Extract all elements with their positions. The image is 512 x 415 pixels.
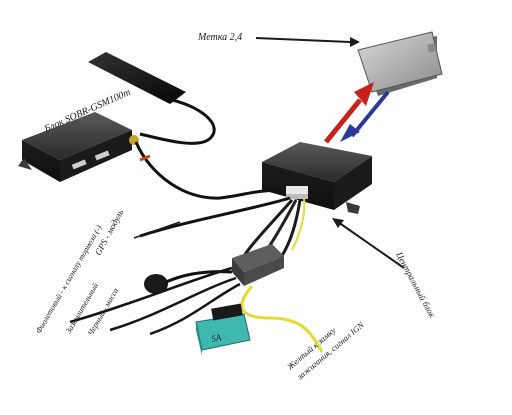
arrow-down-blue [340, 90, 390, 142]
connector [232, 244, 284, 286]
cable-gsm-central [134, 141, 283, 200]
pointer-tag [255, 37, 351, 43]
gsm-unit [18, 112, 139, 182]
cable-gps [139, 196, 291, 238]
label-fuse: 5A [210, 332, 222, 344]
wire-brown [109, 276, 237, 332]
label-tag: Метка 2,4 [197, 32, 242, 43]
gsm-antenna [88, 52, 216, 145]
pointer-gps [133, 221, 181, 239]
wire-yellow [240, 285, 324, 353]
fuse [195, 303, 251, 356]
wire-black [149, 282, 241, 336]
central-unit [262, 142, 372, 214]
arrow-up-red [324, 82, 374, 144]
tag-device [357, 31, 443, 96]
label-central-unit: Центральный блок [394, 249, 438, 320]
wire-purple [69, 266, 233, 324]
pointer-central [337, 221, 405, 269]
